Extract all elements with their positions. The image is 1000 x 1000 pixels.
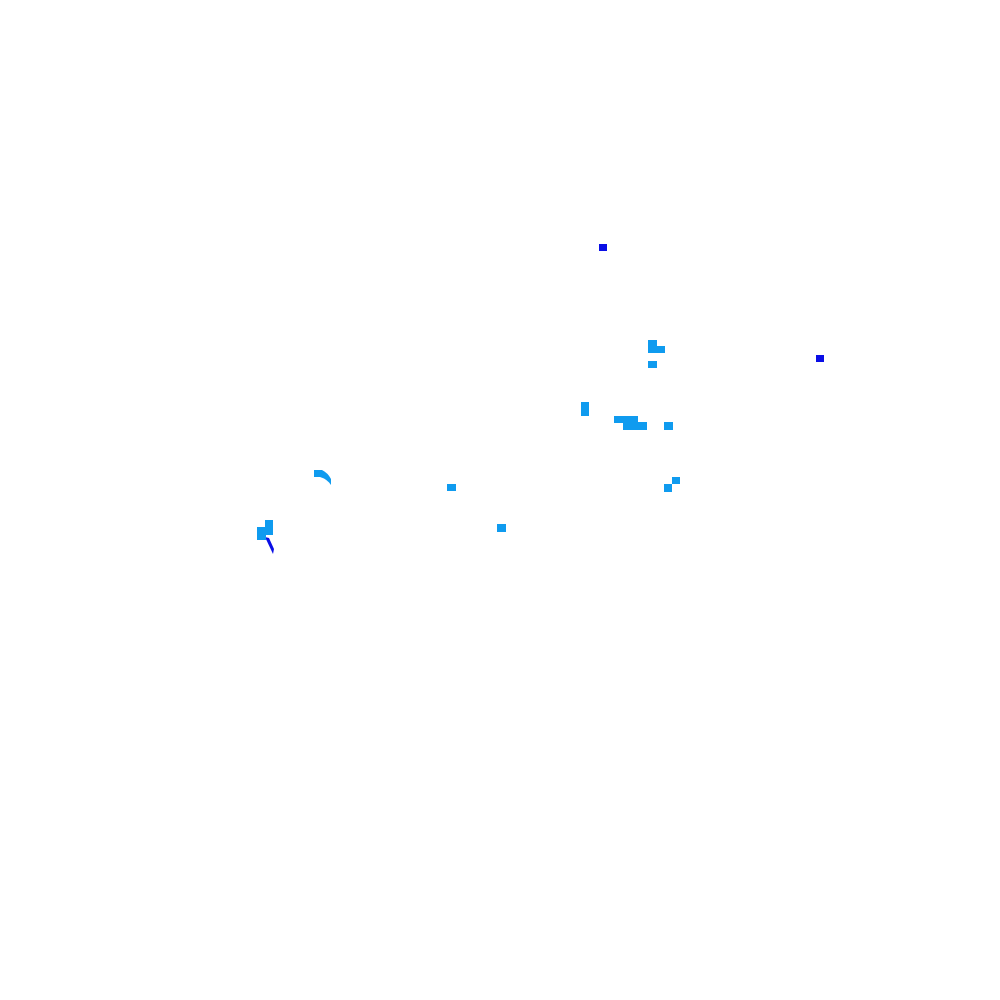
light-blue-block-1 [648,340,657,347]
light-blue-block-14 [257,534,266,540]
dark-blue-sliver-left [265,537,274,554]
light-blue-block-5 [614,416,638,423]
light-blue-block-9 [664,484,672,492]
dark-blue-square-top [599,244,607,251]
light-blue-block-2 [648,346,665,353]
light-blue-fragments [257,340,680,540]
light-blue-block-12 [265,520,273,529]
dark-blue-fragments [265,244,824,554]
light-blue-block-6 [623,422,647,430]
dark-blue-square-right [816,355,824,362]
light-blue-block-8 [672,477,680,484]
light-blue-arc [314,470,331,485]
light-blue-block-10 [447,484,456,491]
light-blue-block-3 [648,361,657,368]
light-blue-block-11 [497,524,506,532]
light-blue-block-4 [581,402,589,416]
light-blue-block-7 [664,422,673,430]
light-blue-block-13 [257,527,273,535]
